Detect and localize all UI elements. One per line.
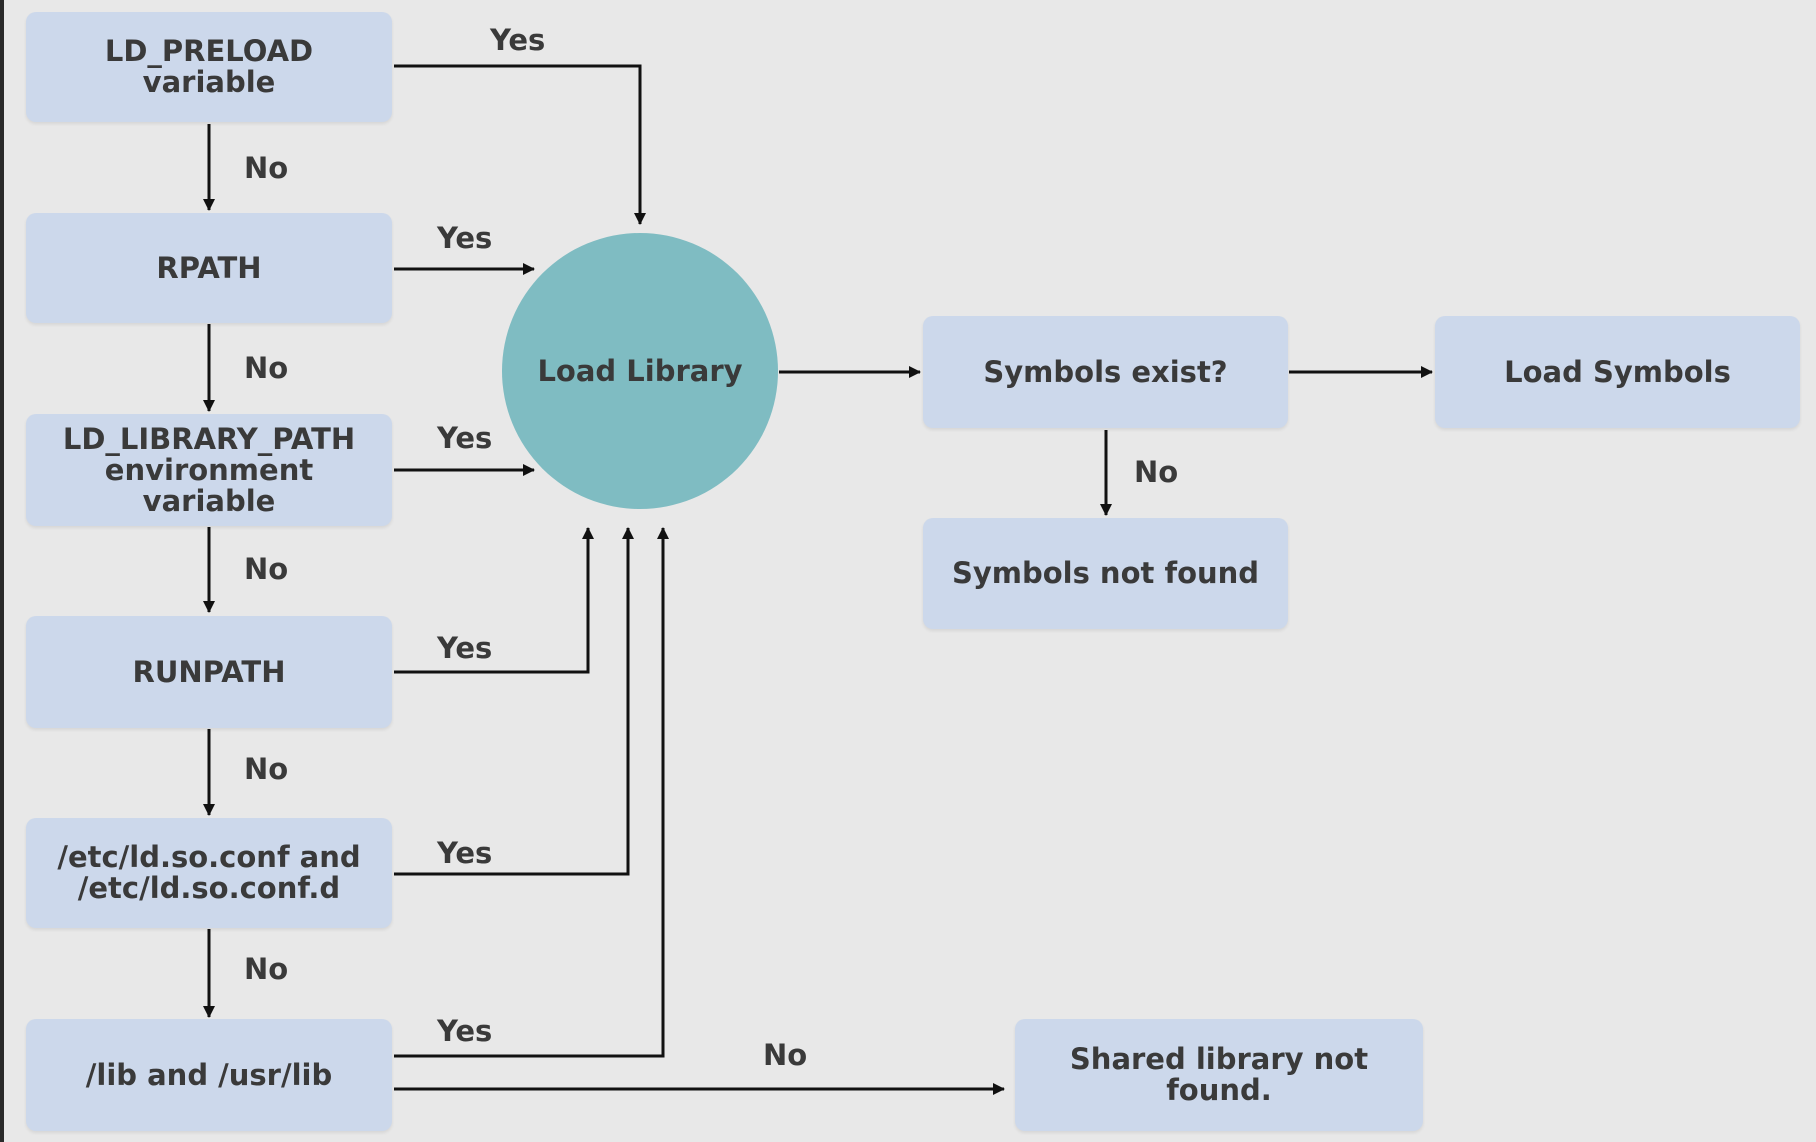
label-yes-runpath: Yes (437, 631, 493, 665)
label-yes-lib: Yes (437, 1014, 493, 1048)
label-no-lib: No (763, 1038, 808, 1072)
label-yes-preload: Yes (490, 23, 546, 57)
node-lib-usr-lib: /lib and /usr/lib (26, 1019, 392, 1131)
diagram-canvas (4, 0, 1816, 1142)
node-rpath: RPATH (26, 213, 392, 323)
node-shared-library-not-found: Shared library not found. (1015, 1019, 1423, 1131)
label-no-runpath: No (244, 752, 289, 786)
node-symbols-exist: Symbols exist? (923, 316, 1288, 428)
node-ld-so-conf: /etc/ld.so.conf and /etc/ld.so.conf.d (26, 818, 392, 928)
edge-lib-yes (394, 527, 669, 1058)
node-ld-preload: LD_PRELOAD variable (26, 12, 392, 122)
node-runpath: RUNPATH (26, 616, 392, 728)
edge-preload-yes (394, 64, 646, 225)
label-no-ldsoconf: No (244, 952, 289, 986)
label-yes-rpath: Yes (437, 221, 493, 255)
edge-ldsoconf-yes (394, 527, 634, 876)
label-no-preload: No (244, 151, 289, 185)
node-ld-library-path: LD_LIBRARY_PATH environment variable (26, 414, 392, 526)
node-load-symbols: Load Symbols (1435, 316, 1800, 428)
label-yes-ldsoconf: Yes (437, 836, 493, 870)
edge-runpath-yes (394, 527, 594, 674)
label-yes-ldlibpath: Yes (437, 421, 493, 455)
node-load-library: Load Library (502, 233, 778, 509)
label-no-symbols: No (1134, 455, 1179, 489)
label-no-rpath: No (244, 351, 289, 385)
node-symbols-not-found: Symbols not found (923, 518, 1288, 629)
label-no-ldlibpath: No (244, 552, 289, 586)
